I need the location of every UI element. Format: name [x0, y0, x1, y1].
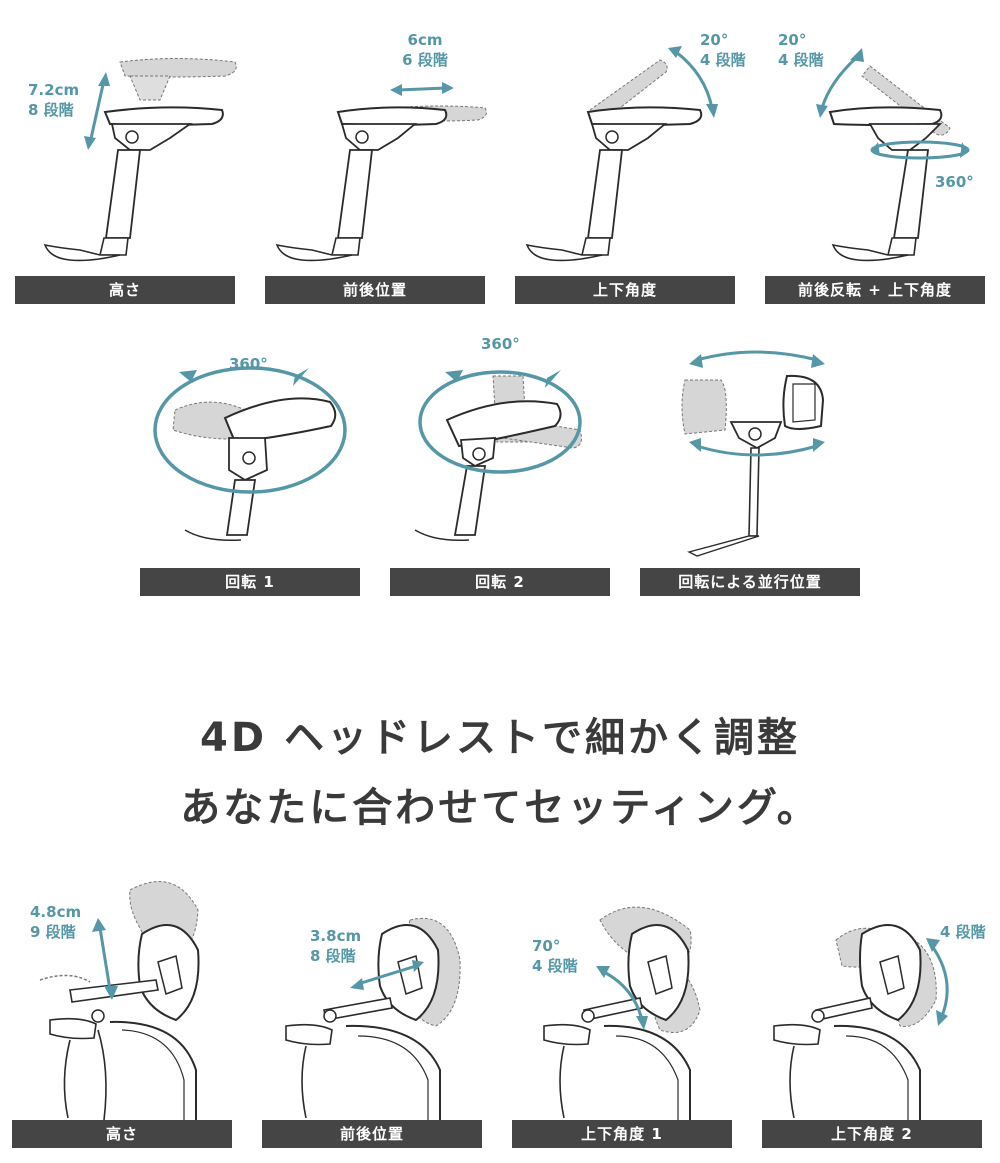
label-pitch: 上下角度	[515, 276, 735, 304]
headrest-pitch2-illustration	[773, 924, 949, 1120]
label-parallel: 回転による並行位置	[640, 568, 860, 596]
armrest-rotation2-panel: 360° 回転 2	[375, 330, 625, 600]
armrest-parallel-panel: 回転による並行位置	[625, 330, 875, 600]
headrest-pitch1-annotation: 70° 4 段階	[532, 936, 578, 976]
headrest-fore-aft-illustration	[285, 917, 461, 1120]
annotation-line: 4 段階	[778, 51, 824, 69]
headline-line1: 4D ヘッドレストで細かく調整	[200, 715, 800, 761]
armrest-height-illustration	[43, 58, 237, 262]
rotation-360-annotation: 360°	[935, 173, 974, 191]
headrest-fore-aft-annotation: 3.8cm 8 段階	[310, 926, 361, 966]
rotation2-annotation: 360°	[481, 335, 520, 353]
height-annotation: 7.2cm 8 段階	[28, 80, 79, 120]
annotation-line: 4 段階	[532, 957, 578, 975]
label-headrest-fore-aft: 前後位置	[262, 1120, 482, 1148]
armrest-flip-pitch-panel: 20° 4 段階 360° 前後反転 + 上下角度	[750, 0, 1000, 310]
label-headrest-pitch2: 上下角度 2	[762, 1120, 982, 1148]
label-flip-pitch: 前後反転 + 上下角度	[765, 276, 985, 304]
headrest-height-panel: 4.8cm 9 段階 高さ	[0, 870, 250, 1163]
fore-aft-annotation: 6cm 6 段階	[385, 30, 465, 70]
label-headrest-pitch1: 上下角度 1	[512, 1120, 732, 1148]
annotation-line: 70°	[532, 937, 561, 955]
label-rotation1: 回転 1	[140, 568, 360, 596]
annotation-line: 6cm	[407, 31, 443, 49]
annotation-line: 7.2cm	[28, 81, 80, 99]
annotation-line: 4.8cm	[30, 903, 82, 921]
annotation-line: 6 段階	[402, 51, 448, 69]
armrest-pitch-panel: 20° 4 段階 上下角度	[500, 0, 750, 310]
label-height: 高さ	[15, 276, 235, 304]
annotation-line: 9 段階	[30, 923, 76, 941]
label-fore-aft: 前後位置	[265, 276, 485, 304]
armrest-height-panel: 7.2cm 8 段階 高さ	[0, 0, 250, 310]
armrest-fore-aft-panel: 6cm 6 段階 前後位置	[250, 0, 500, 310]
annotation-line: 8 段階	[28, 101, 74, 119]
annotation-line: 4 段階	[940, 923, 986, 941]
headrest-pitch2-panel: 4 段階 上下角度 2	[750, 870, 1000, 1163]
rotation1-annotation: 360°	[229, 355, 268, 373]
armrest-pitch-illustration	[525, 46, 718, 262]
armrest-flip-pitch-illustration	[816, 48, 970, 262]
headrest-fore-aft-panel: 3.8cm 8 段階 前後位置	[250, 870, 500, 1163]
headrest-height-annotation: 4.8cm 9 段階	[30, 902, 81, 942]
armrest-rotation1-panel: 360° 回転 1	[125, 330, 375, 600]
annotation-line: 20°	[700, 31, 729, 49]
pitch-annotation: 20° 4 段階	[700, 30, 746, 70]
headrest-pitch1-panel: 70° 4 段階 上下角度 1	[500, 870, 750, 1163]
flip-pitch-annotation: 20° 4 段階	[778, 30, 824, 70]
headrest-pitch1-illustration	[543, 906, 701, 1120]
annotation-line: 3.8cm	[310, 927, 362, 945]
annotation-line: 4 段階	[700, 51, 746, 69]
armrest-parallel-illustration	[681, 350, 825, 557]
armrest-rotation1-illustration	[153, 366, 347, 542]
armrest-fore-aft-illustration	[275, 82, 487, 262]
headrest-height-illustration	[39, 881, 200, 1121]
armrest-rotation2-illustration	[414, 370, 582, 542]
annotation-line: 20°	[778, 31, 807, 49]
headline-line2: あなたに合わせてセッティング。	[180, 785, 820, 831]
label-headrest-height: 高さ	[12, 1120, 232, 1148]
annotation-line: 8 段階	[310, 947, 356, 965]
label-rotation2: 回転 2	[390, 568, 610, 596]
headrest-pitch2-annotation: 4 段階	[940, 922, 986, 942]
